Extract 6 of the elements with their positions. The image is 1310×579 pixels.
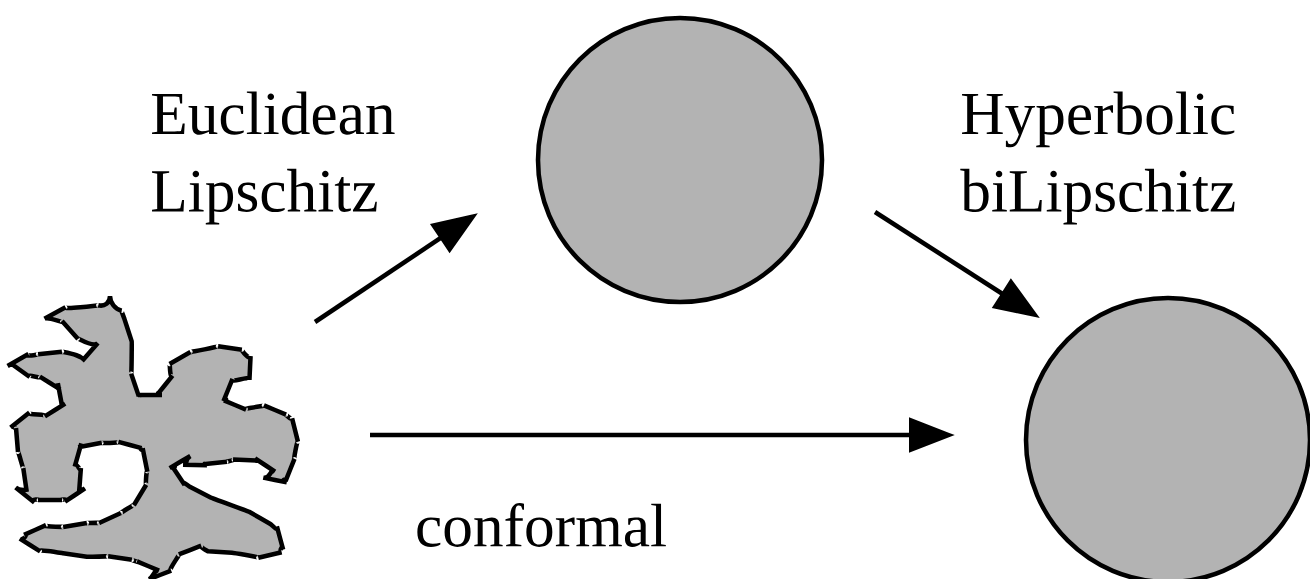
blob-shape bbox=[5, 293, 301, 579]
edge-label: Euclidean Lipschitz bbox=[152, 91, 395, 225]
circle-shape bbox=[535, 15, 825, 305]
edge-label: Hyperbolic biLipschitz bbox=[960, 91, 1235, 225]
edge-label: conformal bbox=[417, 503, 666, 547]
circle-shape bbox=[1023, 295, 1310, 579]
